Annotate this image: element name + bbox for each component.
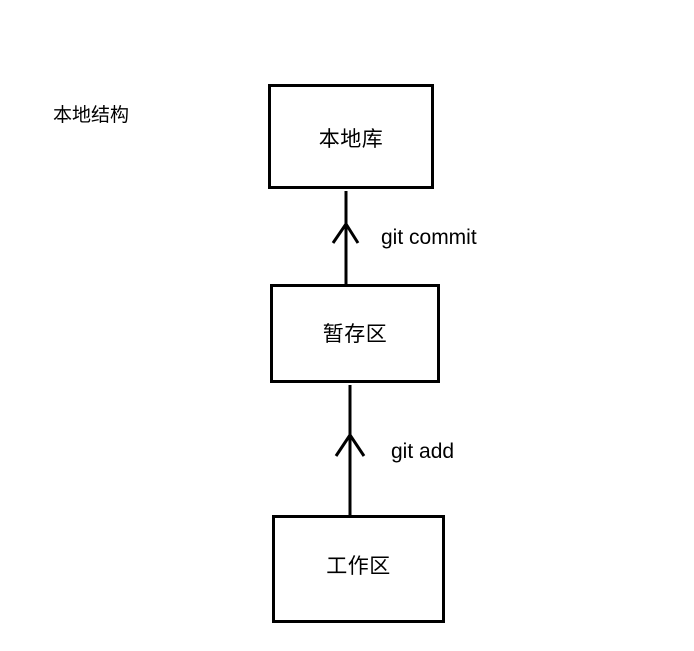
node-working-directory: 工作区 <box>272 515 445 623</box>
node-staging-area-label: 暂存区 <box>322 323 388 346</box>
edge-label-git-add: git add <box>391 440 455 463</box>
node-working-directory-label: 工作区 <box>326 555 391 578</box>
node-local-repo-label: 本地库 <box>318 128 384 151</box>
node-local-repo: 本地库 <box>268 84 434 189</box>
arrow-git-commit <box>331 191 360 284</box>
node-staging-area: 暂存区 <box>270 284 440 383</box>
edge-label-git-commit: git commit <box>381 226 477 249</box>
arrow-git-add <box>334 385 366 515</box>
diagram-title: 本地结构 <box>53 105 130 126</box>
